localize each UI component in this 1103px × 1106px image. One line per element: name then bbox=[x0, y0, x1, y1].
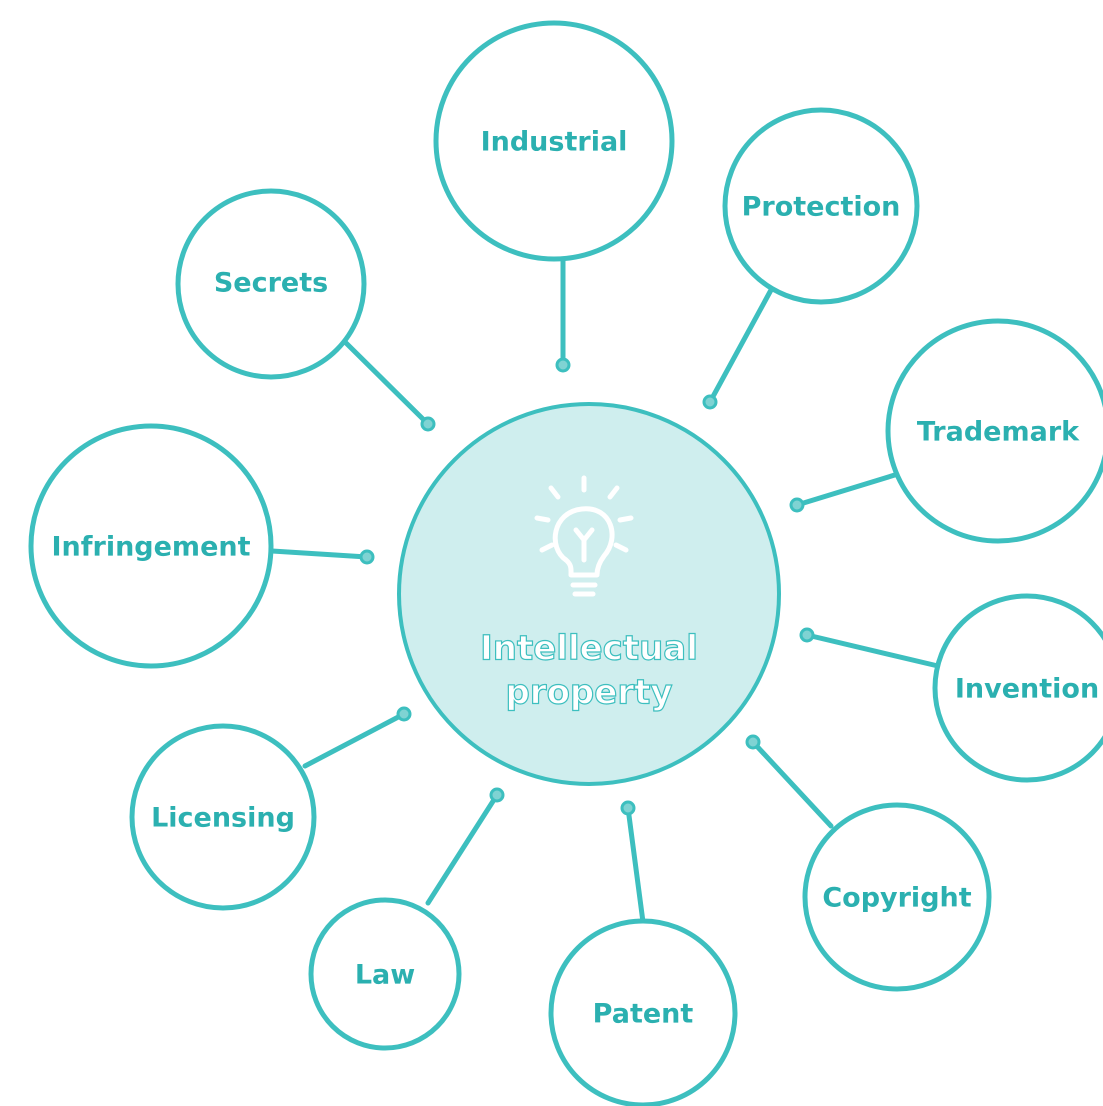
hub-node: Intellectual property bbox=[397, 402, 781, 786]
hub-title-line1: Intellectual bbox=[480, 629, 698, 669]
node-label-secrets: Secrets bbox=[214, 268, 328, 299]
dot-infringement bbox=[359, 549, 375, 565]
node-label-industrial: Industrial bbox=[481, 127, 628, 158]
connector-licensing bbox=[302, 711, 407, 769]
dot-invention bbox=[799, 627, 815, 643]
node-patent: Patent bbox=[548, 918, 738, 1106]
node-infringement: Infringement bbox=[28, 423, 274, 669]
node-circle bbox=[433, 20, 675, 262]
dot-patent bbox=[620, 800, 636, 816]
connector-infringement bbox=[269, 548, 370, 560]
node-invention: Invention bbox=[932, 593, 1103, 783]
dot-protection bbox=[702, 394, 718, 410]
node-circle bbox=[308, 897, 462, 1051]
node-circle bbox=[802, 802, 992, 992]
hub-title-line2: property bbox=[505, 673, 672, 713]
node-circle bbox=[885, 318, 1103, 544]
dot-copyright bbox=[745, 734, 761, 750]
connector-law bbox=[425, 792, 500, 906]
connector-secrets bbox=[340, 337, 431, 427]
node-label-protection: Protection bbox=[742, 192, 901, 223]
node-copyright: Copyright bbox=[802, 802, 992, 992]
connector-copyright bbox=[750, 739, 834, 829]
dot-secrets bbox=[420, 416, 436, 432]
node-law: Law bbox=[308, 897, 462, 1051]
node-circle bbox=[722, 107, 920, 305]
node-licensing: Licensing bbox=[129, 723, 317, 911]
dot-law bbox=[489, 787, 505, 803]
node-label-infringement: Infringement bbox=[51, 532, 250, 563]
node-circle bbox=[932, 593, 1103, 783]
topic-nodes: Industrial Protection Secrets Trademark … bbox=[28, 20, 1103, 1106]
node-trademark: Trademark bbox=[885, 318, 1103, 544]
node-label-licensing: Licensing bbox=[151, 803, 295, 834]
connector-patent bbox=[625, 805, 646, 925]
dot-industrial bbox=[555, 357, 571, 373]
node-industrial: Industrial bbox=[433, 20, 675, 262]
node-label-law: Law bbox=[355, 960, 415, 991]
node-secrets: Secrets bbox=[175, 188, 367, 380]
node-label-invention: Invention bbox=[955, 674, 1099, 705]
dot-trademark bbox=[789, 497, 805, 513]
node-circle bbox=[129, 723, 317, 911]
node-circle bbox=[28, 423, 274, 669]
connectors bbox=[269, 254, 941, 925]
dot-licensing bbox=[396, 706, 412, 722]
node-label-copyright: Copyright bbox=[822, 883, 971, 914]
connector-trademark bbox=[794, 471, 901, 508]
node-label-trademark: Trademark bbox=[917, 417, 1080, 448]
node-circle bbox=[548, 918, 738, 1106]
node-circle bbox=[175, 188, 367, 380]
node-label-patent: Patent bbox=[593, 999, 694, 1030]
connector-dots bbox=[359, 357, 815, 816]
node-protection: Protection bbox=[722, 107, 920, 305]
connector-invention bbox=[804, 632, 941, 669]
lightbulb-icon bbox=[534, 475, 634, 597]
connector-protection bbox=[707, 287, 774, 405]
